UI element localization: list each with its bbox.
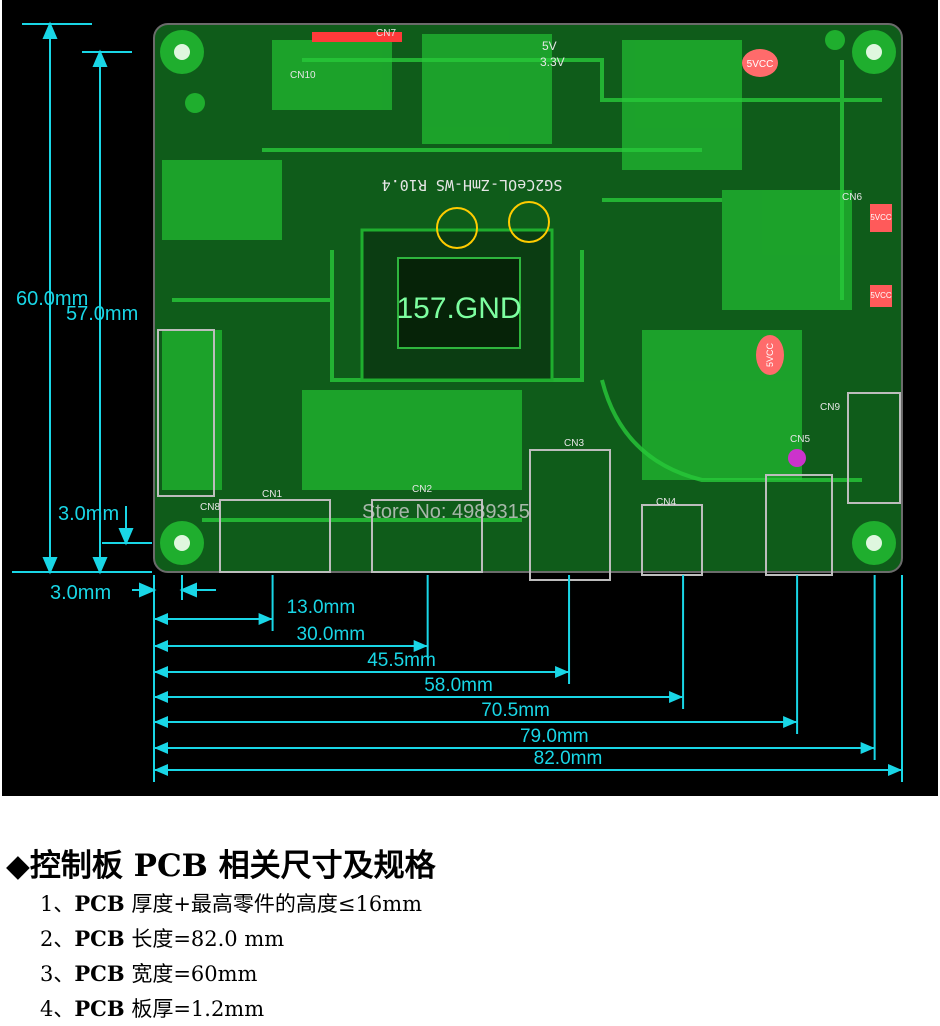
- connector-label-cn6: CN6: [842, 192, 862, 203]
- spec-item-text: 长度=82.0 mm: [124, 927, 285, 951]
- inductor-coils: [436, 201, 550, 249]
- vcc-label-4: 5VCC: [870, 291, 892, 300]
- dim-label-h13: 13.0mm: [287, 597, 356, 618]
- vcc-label-2: 5VCC: [765, 343, 775, 368]
- dim-label-h82: 82.0mm: [534, 748, 603, 769]
- diamond-bullet-icon: ◆: [6, 848, 30, 884]
- dim-label-h45: 45.5mm: [367, 650, 436, 671]
- spec-item: 3、PCB 宽度=60mm: [40, 958, 257, 988]
- copper-regions: [162, 34, 852, 490]
- spec-title: ◆控制板 PCB 相关尺寸及规格: [6, 840, 436, 885]
- dim-label-h30: 30.0mm: [297, 624, 366, 645]
- vcc-pads: [312, 32, 892, 467]
- spec-item-number: 4、: [40, 997, 75, 1021]
- connector-label-cn7: CN7: [376, 28, 396, 39]
- dim-arrow-h45-left: [154, 666, 168, 678]
- dim-label-60mm: 60.0mm: [16, 288, 88, 310]
- dim-arrow-h45-right: [555, 666, 570, 678]
- spec-item-keyword: PCB: [74, 961, 125, 986]
- connector-label-cn4: CN4: [656, 497, 676, 508]
- dim-label-3mm-v: 3.0mm: [58, 503, 119, 525]
- spec-title-text: 控制板 PCB 相关尺寸及规格: [29, 848, 436, 884]
- spec-item-number: 3、: [40, 962, 75, 986]
- connector-label-cn2: CN2: [412, 484, 432, 495]
- dim-arrow-h70-left: [154, 716, 168, 728]
- dim-arrow-h30-left: [154, 640, 168, 652]
- spec-item-keyword: PCB: [74, 996, 125, 1021]
- connector-label-cn9: CN9: [820, 402, 840, 413]
- silkscreen-code: SG2CeOL-ZmH-WS R10.4: [382, 176, 563, 194]
- mounting-holes: [160, 30, 896, 565]
- dim-arrow-h82-right: [888, 764, 902, 776]
- connector-label-cn10: CN10: [290, 70, 316, 81]
- dim-arrow-h13-right: [258, 613, 273, 625]
- dim-arrow-h58-right: [669, 691, 684, 703]
- dim-label-57mm: 57.0mm: [66, 303, 138, 325]
- spec-item-text: 厚度+最高零件的高度≤16mm: [124, 892, 423, 916]
- voltage-label-3v3: 3.3V: [540, 55, 565, 69]
- dim-arrow-h30-right: [413, 640, 428, 652]
- voltage-label-5v: 5V: [542, 39, 557, 53]
- dimension-lines: [12, 21, 216, 782]
- dim-label-h58: 58.0mm: [424, 675, 493, 696]
- spec-item-keyword: PCB: [74, 926, 125, 951]
- connector-labels: CN7 CN10 CN1 CN2 CN3 CN4 CN5 CN6 CN8 CN9: [200, 28, 862, 513]
- dim-arrow-h79-right: [860, 742, 875, 754]
- spec-section: ◆控制板 PCB 相关尺寸及规格 1、PCB 厚度+最高零件的高度≤16mm 2…: [0, 830, 940, 1026]
- spec-item-text: 板厚=1.2mm: [124, 997, 265, 1021]
- dim-arrow-h82-left: [154, 764, 168, 776]
- dim-arrow-3mm-h-left: [139, 582, 157, 598]
- dim-arrow-h13-left: [154, 613, 168, 625]
- dim-arrow-h79-left: [154, 742, 168, 754]
- connector-label-cn3: CN3: [564, 438, 584, 449]
- connector-label-cn8: CN8: [200, 502, 220, 513]
- connector-label-cn5: CN5: [790, 434, 810, 445]
- pcb-drawing: 157.GND SG2CeOL-ZmH-WS R10.4 5VCC 5VCC 5…: [12, 21, 903, 782]
- connector-label-cn1: CN1: [262, 489, 282, 500]
- spec-item: 1、PCB 厚度+最高零件的高度≤16mm: [40, 888, 422, 918]
- vertical-dimension-labels: 60.0mm 57.0mm 3.0mm 3.0mm: [16, 288, 138, 604]
- store-watermark: Store No: 4989315: [362, 501, 530, 523]
- dim-label-h79: 79.0mm: [520, 726, 589, 747]
- dim-label-3mm-h: 3.0mm: [50, 582, 111, 604]
- chip-core: [397, 257, 521, 349]
- spec-item-keyword: PCB: [74, 891, 125, 916]
- spec-item-text: 宽度=60mm: [124, 962, 258, 986]
- dim-label-h70: 70.5mm: [481, 700, 550, 721]
- dim-arrow-h58-left: [154, 691, 168, 703]
- dim-arrow-h70-right: [783, 716, 798, 728]
- spec-item-number: 1、: [40, 892, 75, 916]
- vcc-label-1: 5VCC: [747, 59, 774, 70]
- spec-item: 2、PCB 长度=82.0 mm: [40, 923, 284, 953]
- spec-item: 4、PCB 板厚=1.2mm: [40, 993, 264, 1023]
- spec-item-number: 2、: [40, 927, 75, 951]
- pcb-dimension-diagram: 157.GND SG2CeOL-ZmH-WS R10.4 5VCC 5VCC 5…: [2, 0, 938, 796]
- vcc-label-3: 5VCC: [870, 213, 892, 222]
- dim-arrow-3mm-h-right: [179, 582, 197, 598]
- board-label: 157.GND: [396, 292, 521, 325]
